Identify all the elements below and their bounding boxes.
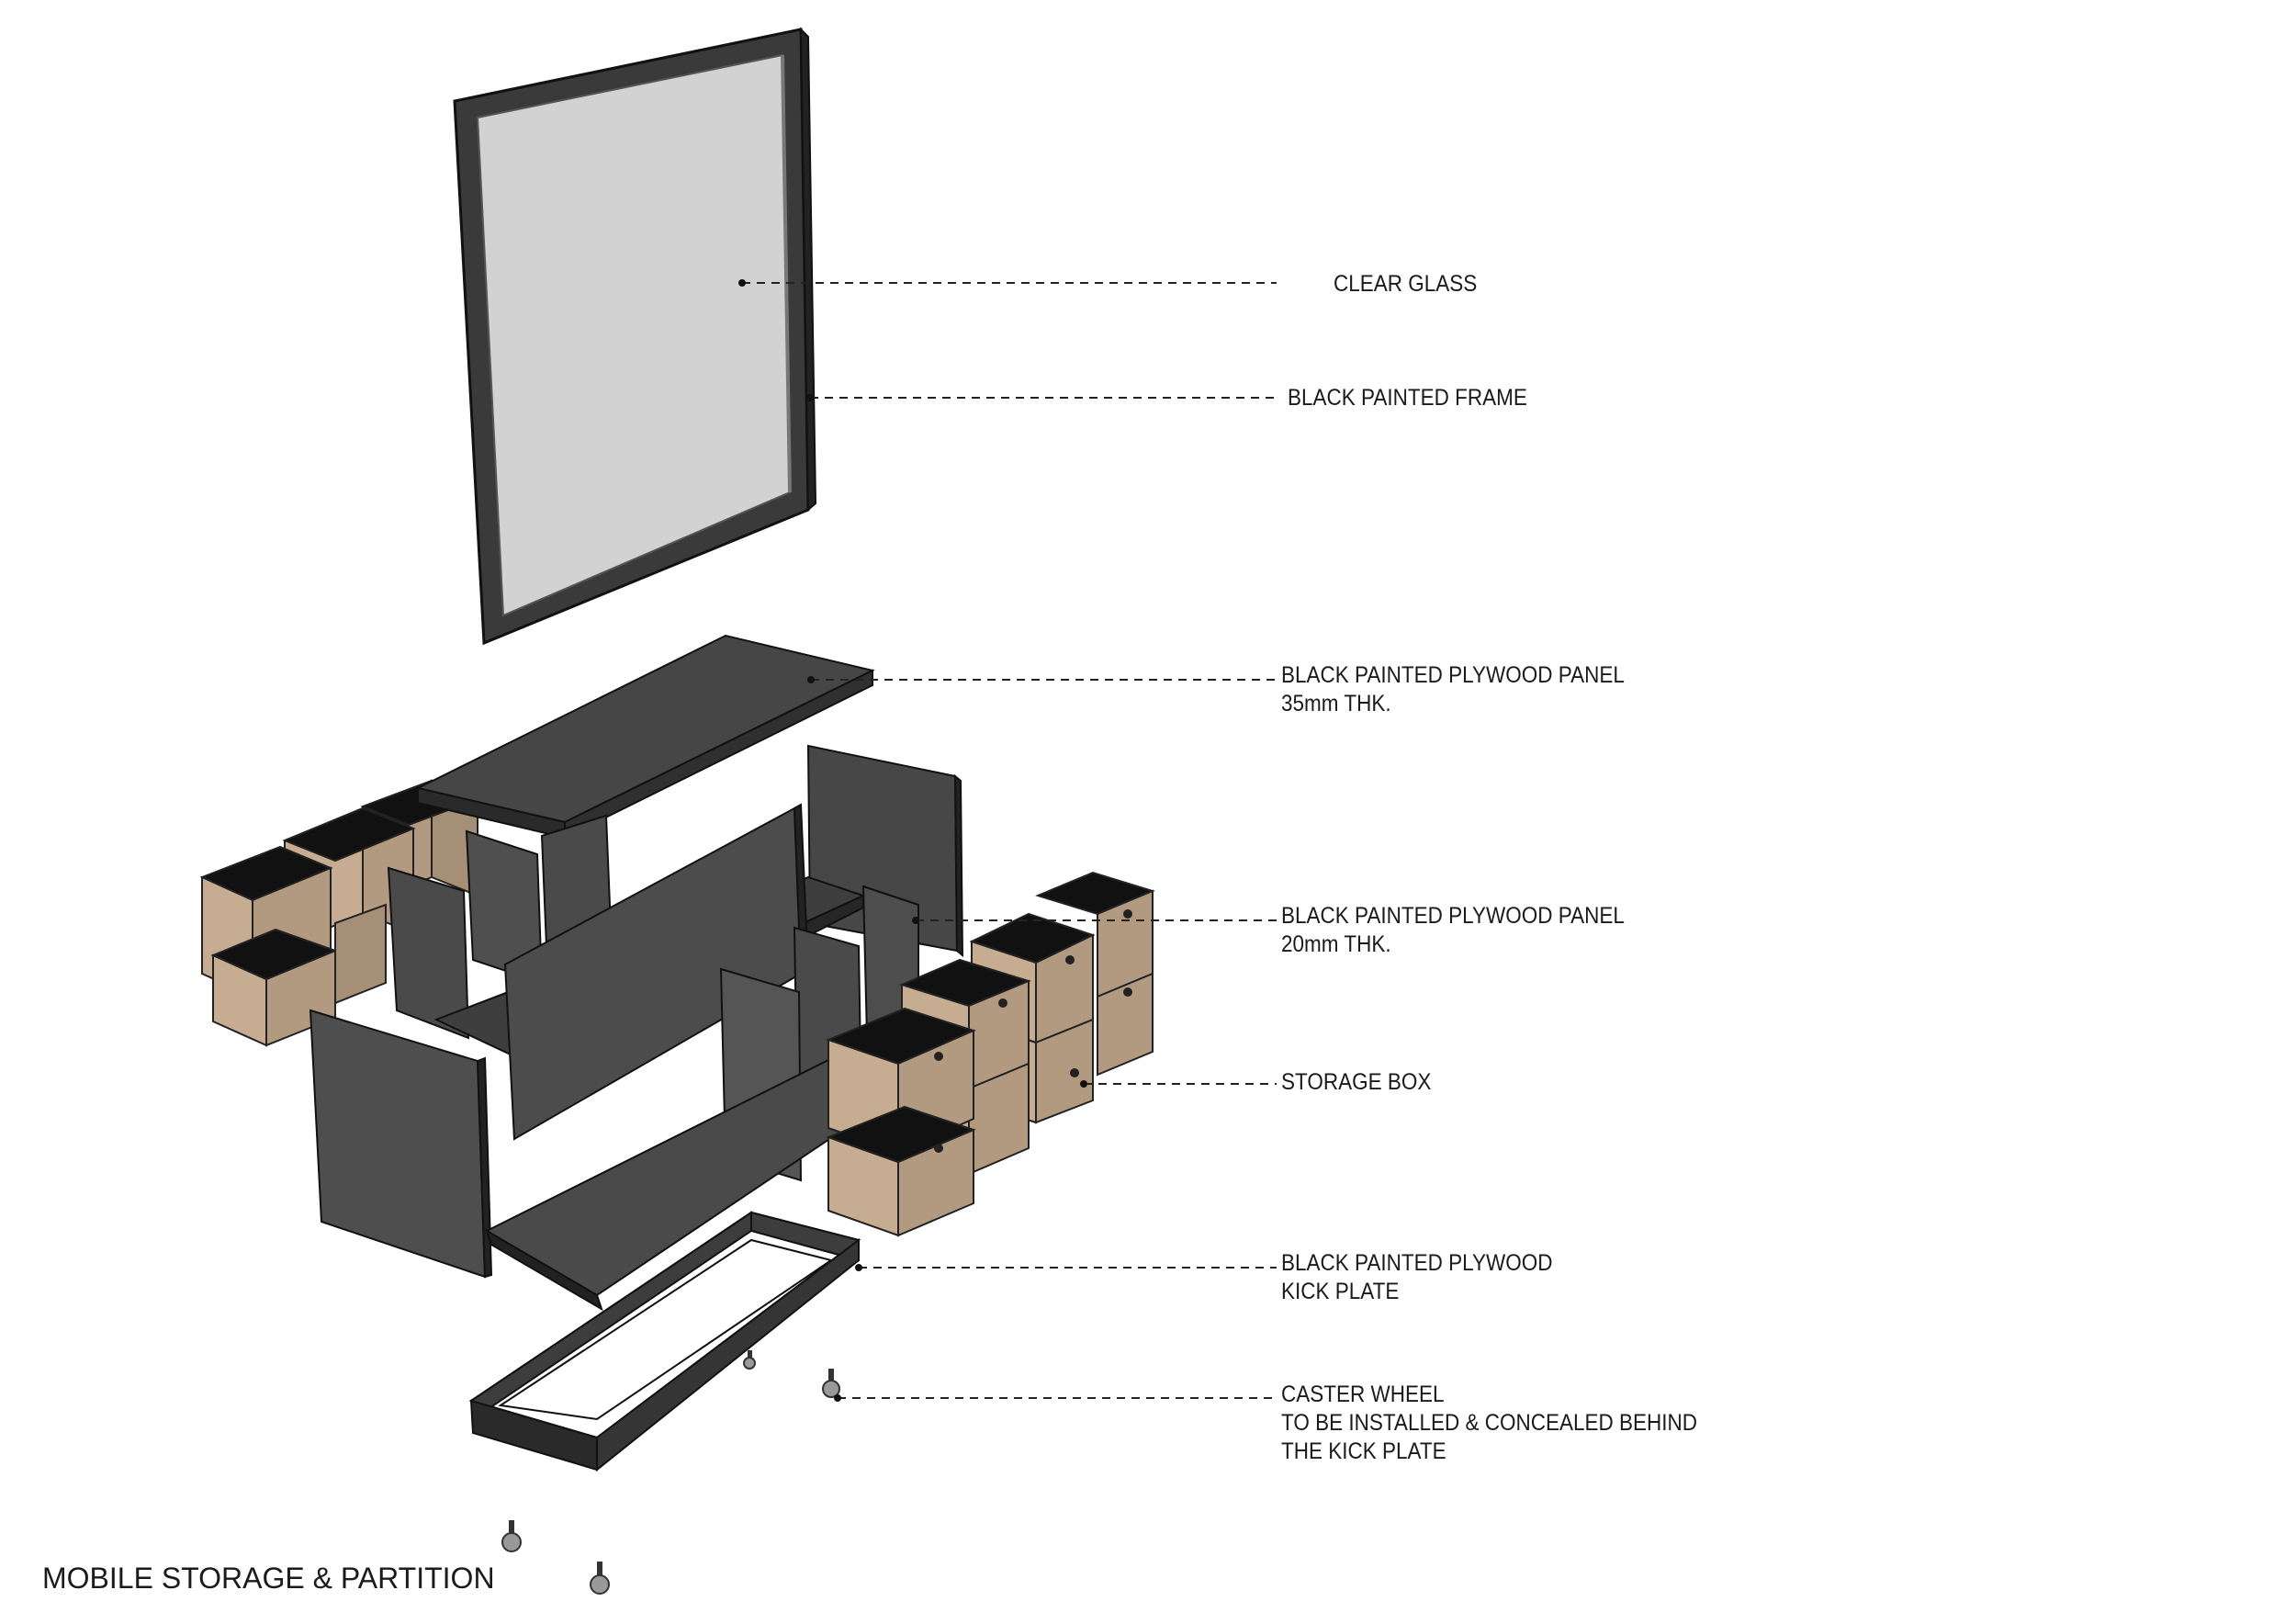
callout-line: THE KICK PLATE: [1281, 1438, 1446, 1464]
callout-panel-20mm: BLACK PAINTED PLYWOOD PANEL 20mm THK.: [1281, 902, 1625, 959]
storage-box: [826, 1105, 976, 1237]
callout-line: KICK PLATE: [1281, 1279, 1400, 1304]
leader-lines: [742, 282, 1277, 1399]
callout-line: TO BE INSTALLED & CONCEALED BEHIND: [1281, 1410, 1698, 1436]
callout-line: CASTER WHEEL: [1281, 1382, 1445, 1407]
callout-line: BLACK PAINTED PLYWOOD: [1281, 1250, 1553, 1276]
caster-wheel-icon: [501, 1520, 522, 1552]
caster-wheel-icon: [822, 1369, 840, 1398]
top-panel-35mm: [415, 634, 875, 840]
callout-kick-plate: BLACK PAINTED PLYWOOD KICK PLATE: [1281, 1249, 1552, 1306]
left-end-panel: [309, 1009, 493, 1279]
callout-caster-wheel: CASTER WHEEL TO BE INSTALLED & CONCEALED…: [1281, 1381, 1697, 1466]
drawing-title: MOBILE STORAGE & PARTITION: [42, 1562, 495, 1595]
caster-wheel-icon: [590, 1562, 610, 1595]
callout-line: STORAGE BOX: [1281, 1069, 1432, 1095]
frame-inner-line: [781, 54, 792, 493]
callout-line: 20mm THK.: [1281, 931, 1391, 957]
callout-storage-box: STORAGE BOX: [1281, 1068, 1431, 1097]
storage-box: [1097, 972, 1154, 1077]
frame-side-edge: [799, 27, 817, 513]
callout-panel-35mm: BLACK PAINTED PLYWOOD PANEL 35mm THK.: [1281, 661, 1625, 718]
callout-clear-glass: CLEAR GLASS: [1334, 270, 1477, 299]
glass-frame: [453, 27, 817, 646]
kick-plate-frame: [468, 1211, 861, 1472]
callout-line: BLACK PAINTED FRAME: [1288, 385, 1527, 411]
callout-line: CLEAR GLASS: [1334, 271, 1478, 297]
callout-line: 35mm THK.: [1281, 691, 1391, 716]
storage-boxes-right: [826, 871, 1155, 1237]
storage-box: [334, 903, 387, 1005]
caster-wheel-icon: [743, 1350, 756, 1370]
callout-line: BLACK PAINTED PLYWOOD PANEL: [1281, 903, 1625, 929]
leader-dots: [738, 279, 1087, 1402]
callout-line: BLACK PAINTED PLYWOOD PANEL: [1281, 662, 1625, 688]
callout-black-painted-frame: BLACK PAINTED FRAME: [1288, 384, 1527, 412]
